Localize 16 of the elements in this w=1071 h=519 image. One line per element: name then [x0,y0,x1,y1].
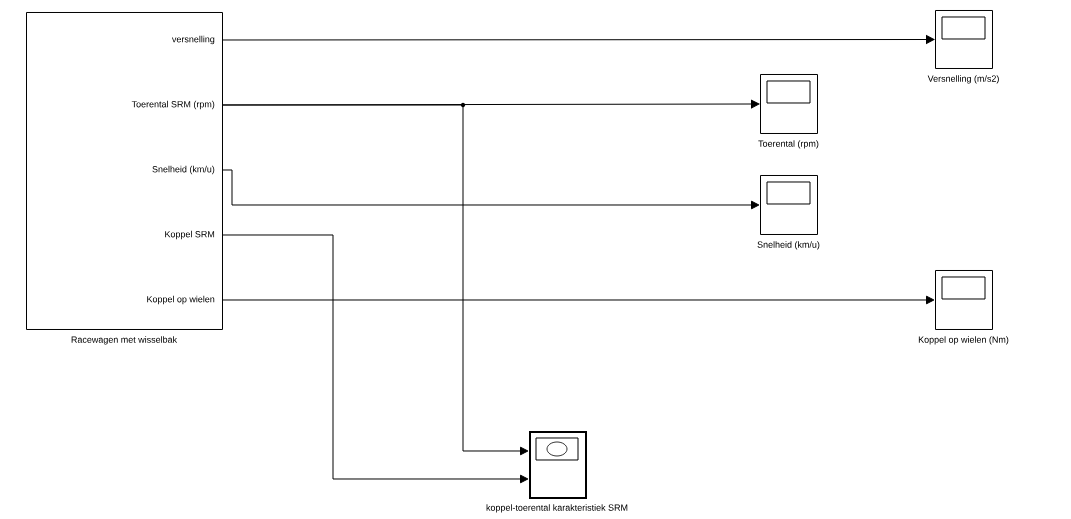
block-caption: Snelheid (km/u) [757,241,820,250]
signal-arrow [222,104,529,456]
block-caption: Toerental (rpm) [758,140,819,149]
port-label: Koppel op wielen [147,295,215,305]
block-caption: Versnelling (m/s2) [927,75,999,84]
signal-arrow [222,35,935,44]
block-caption: Koppel op wielen (Nm) [918,336,1009,345]
block-caption: Racewagen met wisselbak [71,336,178,345]
port-label: Koppel SRM [165,230,215,240]
signal-arrow [222,234,529,484]
signal-arrow [222,295,935,305]
block-caption: koppel-toerental karakteristiek SRM [486,504,628,513]
signal-arrow [222,169,760,210]
port-label: Snelheid (km/u) [152,165,215,175]
port-label: versnelling [172,35,215,45]
port-label: Toerental SRM (rpm) [131,100,215,110]
